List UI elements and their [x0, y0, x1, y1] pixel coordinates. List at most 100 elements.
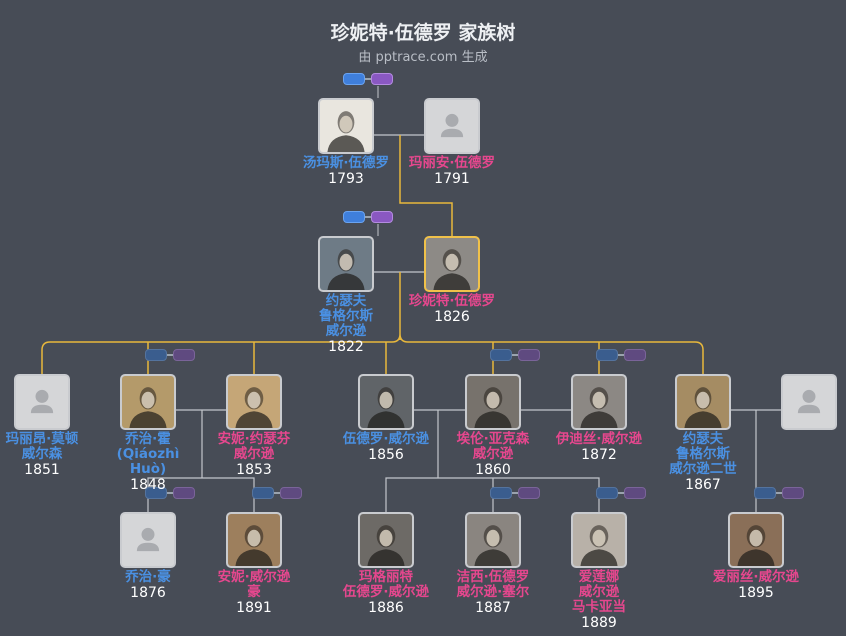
person-name[interactable]: 爱丽丝·威尔逊	[712, 569, 800, 585]
birth-year: 1895	[738, 585, 774, 601]
person-name[interactable]: 玛丽昂·莫顿 威尔森	[5, 431, 79, 462]
expand-ancestors-button[interactable]	[343, 73, 365, 85]
person-placeholder-icon[interactable]	[14, 374, 70, 430]
portrait-photo[interactable]	[358, 512, 414, 568]
expand-ancestors-button[interactable]	[754, 487, 776, 499]
person-name[interactable]: 乔治·豪	[125, 569, 171, 585]
branch-toggle-buttons[interactable]	[596, 487, 648, 499]
expand-ancestors-button[interactable]	[596, 349, 618, 361]
person-name[interactable]: 伊迪丝·威尔逊	[555, 431, 643, 447]
expand-ancestors-button[interactable]	[490, 349, 512, 361]
page-subtitle: 由 pptrace.com 生成	[358, 50, 488, 65]
expand-descendants-button[interactable]	[371, 73, 393, 85]
portrait-photo[interactable]	[571, 512, 627, 568]
portrait-photo[interactable]	[358, 374, 414, 430]
portrait-photo[interactable]	[465, 512, 521, 568]
person-name[interactable]: 约瑟夫 鲁格尔斯 威尔逊二世	[669, 431, 737, 477]
birth-year: 1867	[685, 477, 721, 493]
person-name[interactable]: 约瑟夫 鲁格尔斯 威尔逊	[319, 293, 373, 339]
branch-toggle-buttons[interactable]	[490, 349, 542, 361]
person-name[interactable]: 爱莲娜 威尔逊 马卡亚当	[572, 569, 626, 615]
birth-year: 1860	[475, 462, 511, 478]
expand-descendants-button[interactable]	[518, 349, 540, 361]
birth-year: 1887	[475, 600, 511, 616]
portrait-photo[interactable]	[571, 374, 627, 430]
person-placeholder-icon[interactable]	[781, 374, 837, 430]
person-name[interactable]: 安妮·约瑟芬 威尔逊	[217, 431, 291, 462]
birth-year: 1872	[581, 447, 617, 463]
person-name[interactable]: 乔治·霍 (Qiáozhì Huò)	[116, 431, 180, 477]
person-name[interactable]: 埃伦·亚克森 威尔逊	[456, 431, 530, 462]
expand-descendants-button[interactable]	[173, 487, 195, 499]
expand-ancestors-button[interactable]	[252, 487, 274, 499]
expand-ancestors-button[interactable]	[145, 487, 167, 499]
birth-year: 1856	[368, 447, 404, 463]
expand-descendants-button[interactable]	[782, 487, 804, 499]
birth-year: 1891	[236, 600, 272, 616]
expand-descendants-button[interactable]	[371, 211, 393, 223]
birth-year: 1886	[368, 600, 404, 616]
branch-toggle-buttons[interactable]	[145, 487, 197, 499]
person-name[interactable]: 汤玛斯·伍德罗	[302, 155, 390, 171]
branch-toggle-buttons[interactable]	[754, 487, 806, 499]
expand-descendants-button[interactable]	[624, 349, 646, 361]
birth-year: 1876	[130, 585, 166, 601]
expand-ancestors-button[interactable]	[596, 487, 618, 499]
birth-year: 1853	[236, 462, 272, 478]
expand-ancestors-button[interactable]	[490, 487, 512, 499]
portrait-photo[interactable]	[120, 374, 176, 430]
branch-toggle-buttons[interactable]	[252, 487, 304, 499]
person-card-george[interactable]: 乔治·霍 (Qiáozhì Huò)1848	[88, 374, 208, 493]
person-name[interactable]: 安妮·威尔逊 豪	[217, 569, 291, 600]
branch-toggle-buttons[interactable]	[490, 487, 542, 499]
person-card-spouse_j2[interactable]	[749, 374, 846, 430]
birth-year: 1822	[328, 339, 364, 355]
person-placeholder-icon[interactable]	[120, 512, 176, 568]
person-name[interactable]: 伍德罗·威尔逊	[342, 431, 430, 447]
birth-year: 1791	[434, 171, 470, 187]
person-name[interactable]: 洁西·伍德罗 威尔逊·塞尔	[456, 569, 530, 600]
portrait-photo[interactable]	[318, 98, 374, 154]
expand-descendants-button[interactable]	[518, 487, 540, 499]
expand-ancestors-button[interactable]	[343, 211, 365, 223]
person-name[interactable]: 玛格丽特 伍德罗·威尔逊	[342, 569, 430, 600]
parent-child-line-gold	[399, 135, 453, 236]
person-name[interactable]: 珍妮特·伍德罗	[408, 293, 496, 309]
expand-descendants-button[interactable]	[173, 349, 195, 361]
portrait-photo[interactable]	[424, 236, 480, 292]
portrait-photo[interactable]	[728, 512, 784, 568]
page-title: 珍妮特·伍德罗 家族树	[330, 22, 516, 44]
expand-descendants-button[interactable]	[280, 487, 302, 499]
portrait-photo[interactable]	[675, 374, 731, 430]
birth-year: 1793	[328, 171, 364, 187]
branch-toggle-buttons[interactable]	[145, 349, 197, 361]
branch-toggle-buttons[interactable]	[343, 211, 395, 223]
person-placeholder-icon[interactable]	[424, 98, 480, 154]
branch-toggle-buttons[interactable]	[343, 73, 395, 85]
person-name[interactable]: 玛丽安·伍德罗	[408, 155, 496, 171]
expand-descendants-button[interactable]	[624, 487, 646, 499]
branch-toggle-buttons[interactable]	[596, 349, 648, 361]
portrait-photo[interactable]	[226, 512, 282, 568]
birth-year: 1826	[434, 309, 470, 325]
portrait-photo[interactable]	[226, 374, 282, 430]
expand-ancestors-button[interactable]	[145, 349, 167, 361]
portrait-photo[interactable]	[318, 236, 374, 292]
portrait-photo[interactable]	[465, 374, 521, 430]
